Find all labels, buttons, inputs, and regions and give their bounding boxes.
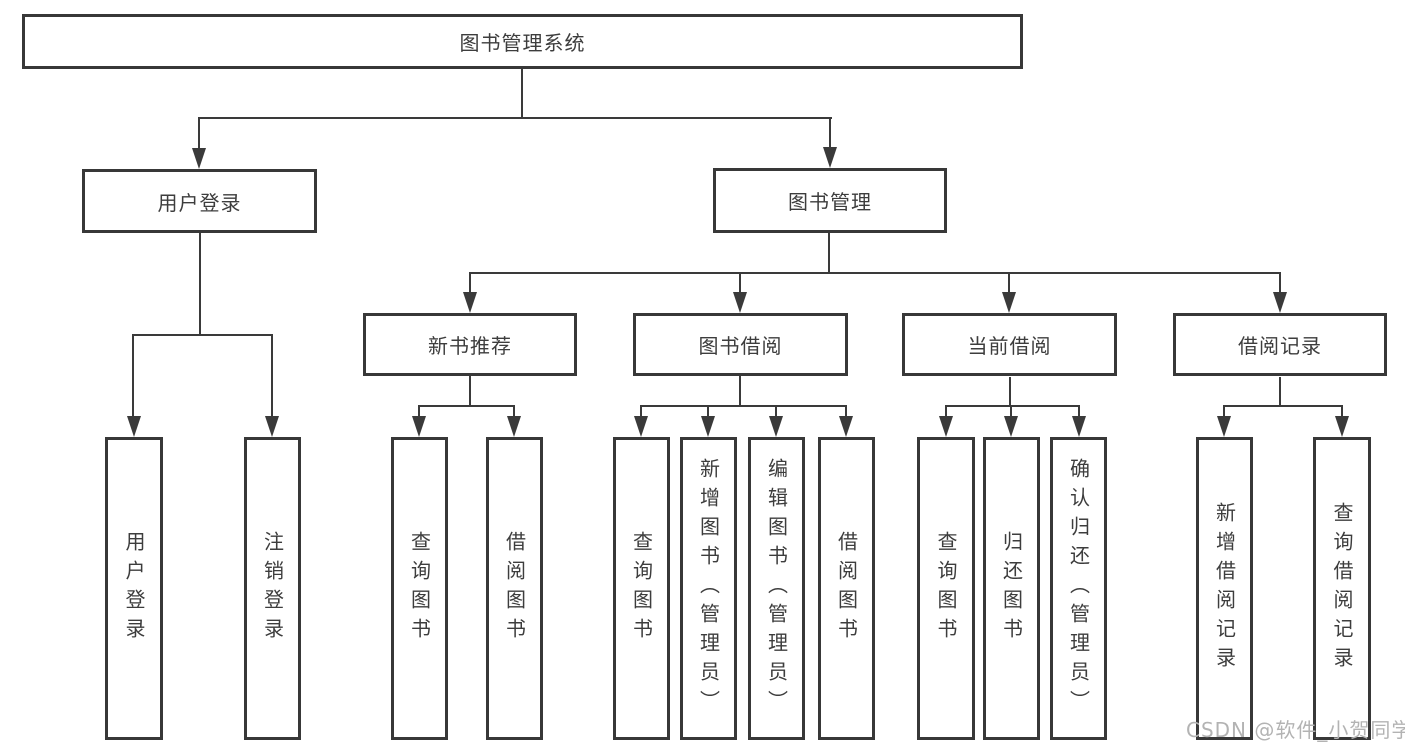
connector-line (775, 405, 777, 418)
arrow-down-icon (634, 416, 648, 437)
node-borrow-records: 借阅记录 (1173, 313, 1387, 376)
arrow-down-icon (265, 416, 279, 437)
arrow-down-icon (412, 416, 426, 437)
node-label: 查询图书 (629, 530, 654, 647)
node-system-root: 图书管理系统 (22, 14, 1023, 69)
connector-line (1078, 405, 1080, 418)
watermark: CSDN @软件_小贺同学 (1186, 718, 1405, 742)
leaf-borrow-query-books: 查询图书 (613, 437, 670, 740)
leaf-add-borrow-record: 新增借阅记录 (1196, 437, 1253, 740)
node-label: 图书借阅 (698, 334, 783, 358)
connector-line (1223, 405, 1343, 407)
leaf-borrow-books: 借阅图书 (818, 437, 875, 740)
connector-line (1008, 272, 1010, 294)
arrow-down-icon (1002, 292, 1016, 313)
arrow-down-icon (939, 416, 953, 437)
node-label: 查询借阅记录 (1330, 501, 1354, 676)
connector-line (640, 405, 642, 418)
node-label: 查询图书 (407, 530, 432, 647)
connector-line (1223, 405, 1225, 418)
arrow-down-icon (1217, 416, 1231, 437)
arrow-down-icon (1335, 416, 1349, 437)
connector-line (945, 405, 947, 418)
connector-line (1279, 272, 1281, 294)
arrow-down-icon (769, 416, 783, 437)
node-label: 新增借阅记录 (1212, 501, 1237, 676)
arrow-down-icon (192, 148, 206, 169)
connector-line (1010, 405, 1012, 418)
leaf-query-borrow-record: 查询借阅记录 (1313, 437, 1371, 740)
node-label: 当前借阅 (967, 334, 1052, 358)
connector-line (271, 334, 273, 419)
leaf-add-books-admin: 新增图书（管理员） (680, 437, 737, 740)
node-user-login: 用户登录 (82, 169, 317, 233)
connector-line (418, 405, 515, 407)
leaf-edit-books-admin: 编辑图书（管理员） (748, 437, 805, 740)
node-label: 借阅记录 (1238, 334, 1322, 358)
node-label: 新书推荐 (428, 334, 512, 358)
node-label: 注销登录 (260, 530, 285, 647)
node-label: 用户登录 (157, 190, 242, 215)
connector-line (469, 272, 1281, 274)
leaf-user-login: 用户登录 (105, 437, 163, 740)
arrow-down-icon (1072, 416, 1086, 437)
connector-line (198, 117, 200, 151)
arrow-down-icon (823, 147, 837, 168)
node-new-book-recommend: 新书推荐 (363, 313, 577, 376)
connector-line (132, 334, 273, 336)
leaf-logout: 注销登录 (244, 437, 301, 740)
arrow-down-icon (733, 292, 747, 313)
connector-line (1279, 377, 1281, 407)
connector-line (829, 117, 831, 150)
arrow-down-icon (701, 416, 715, 437)
node-label: 编辑图书（管理员） (764, 458, 789, 719)
node-label: 用户登录 (122, 530, 146, 647)
connector-line (521, 69, 523, 118)
connector-line (845, 405, 847, 418)
node-label: 新增图书（管理员） (696, 458, 721, 719)
node-label: 借阅图书 (502, 530, 527, 647)
node-label: 确认归还（管理员） (1066, 458, 1091, 719)
node-book-borrow: 图书借阅 (633, 313, 848, 376)
connector-line (945, 405, 1080, 407)
node-label: 借阅图书 (834, 530, 859, 647)
arrow-down-icon (507, 416, 521, 437)
connector-line (1341, 405, 1343, 418)
connector-line (739, 376, 741, 407)
arrow-down-icon (463, 292, 477, 313)
leaf-recommend-query-books: 查询图书 (391, 437, 448, 740)
leaf-current-query-books: 查询图书 (917, 437, 975, 740)
connector-line (513, 405, 515, 418)
node-book-management: 图书管理 (713, 168, 947, 233)
connector-line (640, 405, 847, 407)
node-label: 查询图书 (934, 530, 958, 647)
node-label: 图书管理系统 (459, 31, 586, 55)
connector-line (739, 272, 741, 294)
arrow-down-icon (127, 416, 141, 437)
connector-line (1009, 377, 1011, 407)
leaf-return-books: 归还图书 (983, 437, 1040, 740)
connector-line (469, 272, 471, 294)
leaf-recommend-borrow-books: 借阅图书 (486, 437, 543, 740)
node-current-borrow: 当前借阅 (902, 313, 1117, 376)
leaf-confirm-return-admin: 确认归还（管理员） (1050, 437, 1107, 740)
connector-line (828, 233, 830, 274)
connector-line (418, 405, 420, 418)
connector-line (198, 117, 832, 119)
connector-line (132, 334, 134, 419)
arrow-down-icon (1273, 292, 1287, 313)
node-label: 归还图书 (999, 530, 1024, 647)
arrow-down-icon (1004, 416, 1018, 437)
connector-line (707, 405, 709, 418)
arrow-down-icon (839, 416, 853, 437)
connector-line (199, 233, 201, 336)
node-label: 图书管理 (788, 190, 872, 214)
connector-line (469, 376, 471, 407)
